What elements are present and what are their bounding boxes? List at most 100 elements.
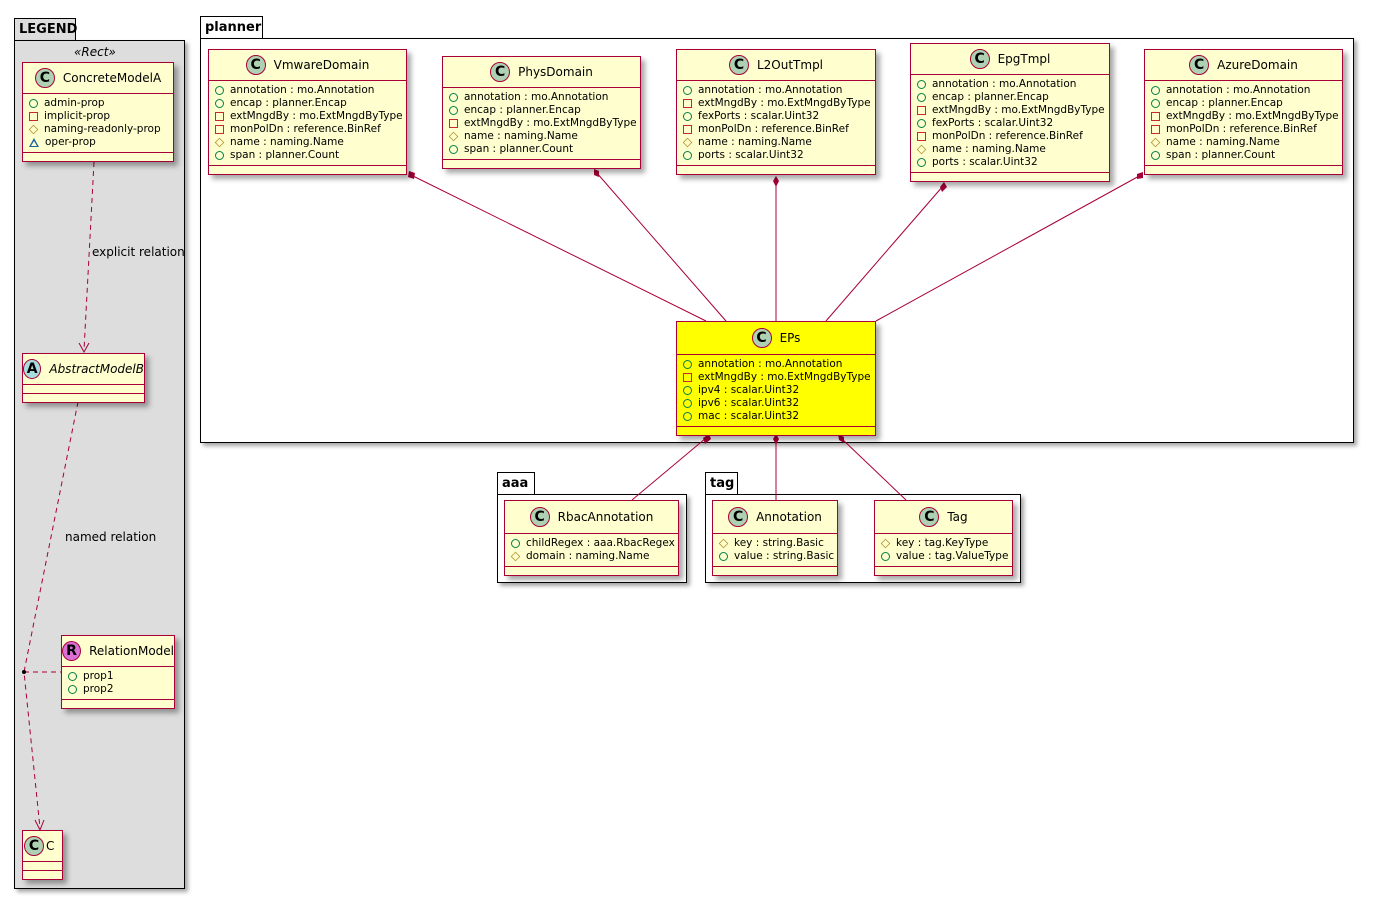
public-visibility-icon — [68, 685, 77, 694]
attribute-text: value : string.Basic — [734, 550, 835, 562]
protected-visibility-icon — [1150, 137, 1161, 148]
composition-azure-eps — [875, 174, 1142, 322]
attribute-text: annotation : mo.Annotation — [230, 84, 375, 96]
attribute: admin-prop — [29, 97, 167, 110]
attribute-text: oper-prop — [45, 136, 96, 148]
method-list — [23, 394, 144, 402]
public-visibility-icon — [917, 93, 926, 102]
attribute-text: ipv4 : scalar.Uint32 — [698, 384, 800, 396]
class-name: L2OutTmpl — [756, 58, 824, 72]
attribute-text: annotation : mo.Annotation — [932, 78, 1077, 90]
public-visibility-icon — [215, 99, 224, 108]
attribute: key : tag.KeyType — [880, 537, 1006, 550]
private-visibility-icon — [917, 106, 926, 115]
public-visibility-icon — [683, 151, 692, 160]
public-visibility-icon — [1151, 99, 1160, 108]
package-tab-tag: tag — [705, 472, 738, 495]
attribute-text: admin-prop — [44, 97, 105, 109]
private-visibility-icon — [917, 132, 926, 141]
private-visibility-icon — [683, 99, 692, 108]
attribute-text: fexPorts : scalar.Uint32 — [932, 117, 1054, 129]
attribute: value : tag.ValueType — [881, 550, 1008, 563]
attribute-text: annotation : mo.Annotation — [464, 91, 609, 103]
named-relation-line — [23, 401, 79, 829]
public-visibility-icon — [683, 386, 692, 395]
attribute-text: encap : planner.Encap — [932, 91, 1049, 103]
attribute: monPolDn : reference.BinRef — [917, 130, 1103, 143]
private-visibility-icon — [1151, 125, 1160, 134]
attribute: span : planner.Count — [215, 149, 400, 162]
attribute: extMngdBy : mo.ExtMngdByType — [683, 371, 871, 384]
public-visibility-icon — [449, 145, 458, 154]
diamond-epg — [940, 182, 947, 192]
composition-epg-eps — [825, 185, 944, 322]
public-visibility-icon — [29, 99, 38, 108]
class-name: RbacAnnotation — [557, 510, 654, 524]
public-visibility-icon — [683, 86, 692, 95]
attribute: encap : planner.Encap — [917, 91, 1103, 104]
attribute-list — [23, 385, 144, 394]
attribute-text: domain : naming.Name — [526, 550, 650, 562]
attribute-text: ports : scalar.Uint32 — [932, 156, 1038, 168]
attribute-text: annotation : mo.Annotation — [1166, 84, 1311, 96]
attribute: ports : scalar.Uint32 — [683, 149, 869, 162]
attribute-text: childRegex : aaa.RbacRegex — [526, 537, 675, 549]
private-visibility-icon — [29, 112, 38, 121]
attribute: monPolDn : reference.BinRef — [215, 123, 400, 136]
diamond-eps-tag — [838, 434, 844, 443]
attribute-text: span : planner.Count — [230, 149, 340, 161]
class-name: ConcreteModelA — [62, 71, 162, 85]
attribute-text: name : naming.Name — [230, 136, 344, 148]
method-list — [505, 567, 678, 575]
attribute-text: monPolDn : reference.BinRef — [230, 123, 381, 135]
attribute: extMngdBy : mo.ExtMngdByType — [917, 104, 1105, 117]
class-name: AbstractModelB — [49, 362, 144, 376]
attribute: implicit-prop — [29, 110, 167, 123]
attribute-text: extMngdBy : mo.ExtMngdByType — [698, 371, 871, 383]
attribute: encap : planner.Encap — [1151, 97, 1336, 110]
package-aaa — [497, 494, 687, 583]
class-name: VmwareDomain — [273, 58, 370, 72]
private-visibility-icon — [1151, 112, 1160, 121]
package-tab-legend: LEGEND — [14, 18, 77, 41]
public-visibility-icon — [1151, 151, 1160, 160]
class-icon: C — [728, 507, 749, 527]
attribute: encap : planner.Encap — [215, 97, 400, 110]
package-legend — [14, 40, 185, 889]
composition-phys-eps — [595, 171, 727, 322]
attribute-text: mac : scalar.Uint32 — [698, 410, 800, 422]
attribute-text: extMngdBy : mo.ExtMngdByType — [230, 110, 403, 122]
explicit-relation-line — [83, 161, 95, 351]
attribute-text: key : string.Basic — [734, 537, 824, 549]
attribute: name : naming.Name — [682, 136, 869, 149]
class-icon: C — [919, 507, 940, 527]
method-list — [209, 166, 406, 174]
class-name: C — [46, 839, 55, 853]
attribute: annotation : mo.Annotation — [1151, 84, 1336, 97]
attribute: span : planner.Count — [1151, 149, 1336, 162]
diamond-eps-rbac — [703, 434, 711, 444]
